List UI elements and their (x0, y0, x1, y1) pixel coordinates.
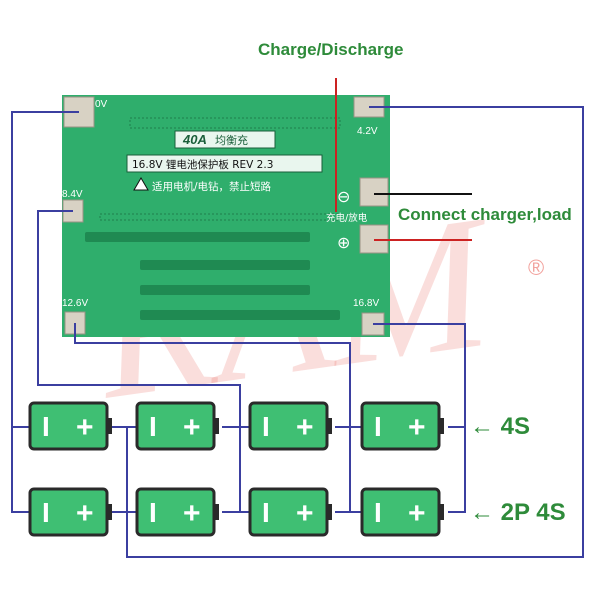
battery-cell: I+ (28, 401, 112, 451)
warning-line: 适用电机/电钻，禁止短路 (152, 180, 272, 193)
battery-plus-mark: + (183, 497, 201, 530)
battery-terminal-cap (327, 418, 332, 434)
charge-discharge-label: Charge/Discharge (258, 40, 404, 59)
warning-icon (133, 177, 149, 191)
pad-label-16-8v: 16.8V (353, 298, 379, 309)
board-trace (140, 310, 340, 320)
battery-minus-mark: I (262, 411, 270, 442)
config-2p4s-label: 2P 4S (500, 499, 566, 526)
battery-terminal-cap (439, 418, 444, 434)
battery-terminal-cap (327, 504, 332, 520)
battery-terminal-cap (214, 504, 219, 520)
battery-plus-mark: + (408, 411, 426, 444)
battery-minus-mark: I (149, 497, 157, 528)
config-4s-row: ← 4S (470, 413, 530, 441)
pad-label-4-2v: 4.2V (357, 126, 378, 137)
board-pad-strip (129, 117, 341, 129)
battery-plus-mark: + (76, 497, 94, 530)
pad-label-12-6v: 12.6V (62, 298, 88, 309)
battery-minus-mark: I (374, 411, 382, 442)
battery-plus-mark: + (183, 411, 201, 444)
board-trace (140, 285, 310, 295)
model-box (126, 154, 323, 173)
pad-label-0v: 0V (95, 99, 108, 110)
arrow-left-icon: ← (470, 413, 494, 440)
battery-minus-mark: I (374, 497, 382, 528)
battery-plus-mark: + (408, 497, 426, 530)
board-trace (85, 232, 310, 242)
pad-label-8-4v: 8.4V (62, 189, 83, 200)
wire-16-8v (373, 323, 466, 513)
battery-cell: I+ (135, 401, 219, 451)
battery-plus-mark: + (296, 411, 314, 444)
model-line: 16.8V 锂电池保护板 REV 2.3 (132, 158, 273, 171)
battery-terminal-cap (214, 418, 219, 434)
battery-terminal-cap (439, 504, 444, 520)
wire-group (11, 106, 584, 558)
battery-cell: I+ (360, 487, 444, 537)
battery-cells: I+I+I+I+I+I+I+I+ (28, 401, 444, 537)
config-4s-label: 4S (500, 413, 531, 440)
battery-terminal-cap (107, 504, 112, 520)
battery-minus-mark: I (262, 497, 270, 528)
battery-terminal-cap (107, 418, 112, 434)
connect-charger-label: Connect charger,load (398, 205, 572, 224)
balance-text: 均衡充 (215, 133, 248, 147)
battery-cell: I+ (248, 401, 332, 451)
board-pad-strip (99, 213, 341, 221)
rating-text: 40A (182, 132, 207, 147)
config-2p4s-row: ← 2P 4S (470, 499, 566, 527)
battery-plus-mark: + (296, 497, 314, 530)
battery-minus-mark: I (42, 411, 50, 442)
battery-cell: I+ (28, 487, 112, 537)
watermark-registered: ® (528, 255, 544, 280)
battery-cell: I+ (135, 487, 219, 537)
terminal-label: 充电/放电 (326, 212, 368, 224)
arrow-left-icon: ← (470, 499, 494, 526)
battery-plus-mark: + (76, 411, 94, 444)
board-trace (140, 260, 310, 270)
battery-minus-mark: I (149, 411, 157, 442)
battery-cell: I+ (248, 487, 332, 537)
terminal-minus-pad (359, 177, 389, 207)
battery-minus-mark: I (42, 497, 50, 528)
battery-cell: I+ (360, 401, 444, 451)
wire-0v (11, 111, 79, 513)
plus-symbol: ⊕ (337, 233, 350, 252)
minus-symbol: ⊖ (337, 187, 350, 206)
rating-box (174, 130, 276, 149)
